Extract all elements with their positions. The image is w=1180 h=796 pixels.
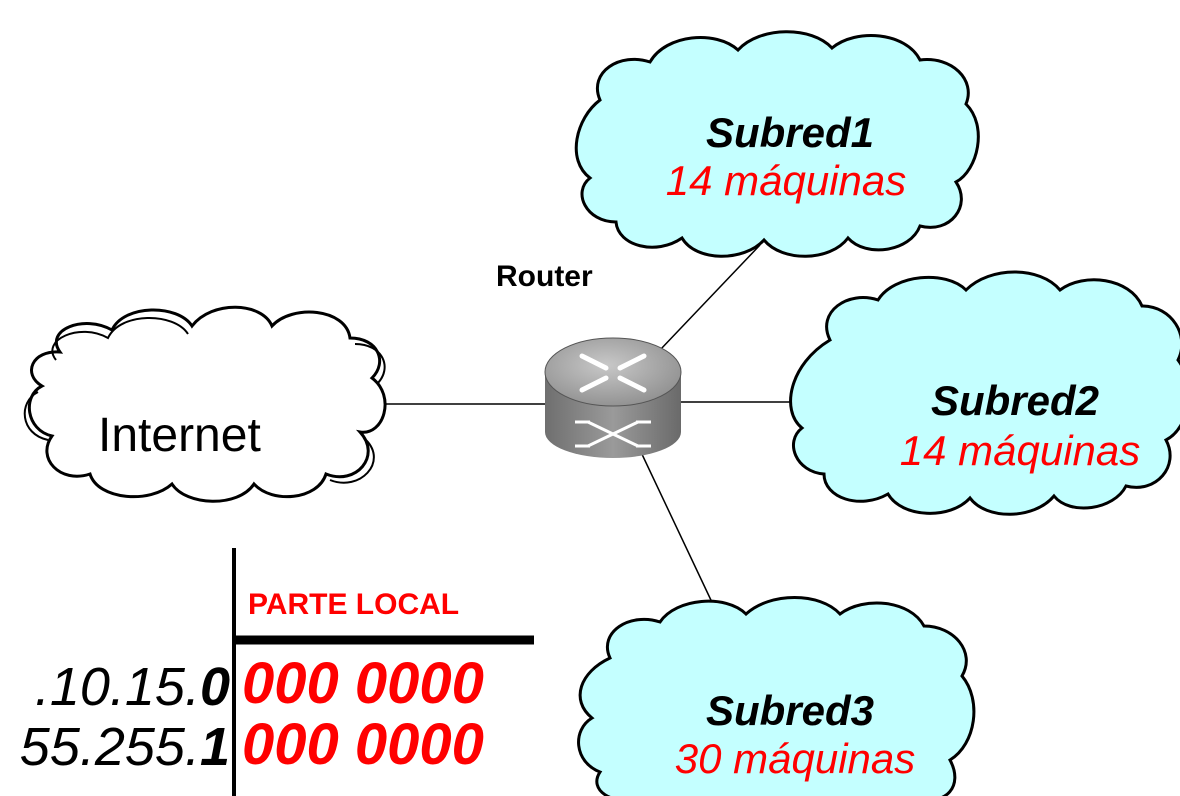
- link-router-subred1: [659, 244, 761, 351]
- router-icon: [544, 337, 682, 458]
- router-label: Router: [496, 260, 593, 293]
- subred2-name: Subred2: [930, 377, 1100, 424]
- subred2-cloud: [789, 270, 1180, 516]
- mask-address-prefix: 55.255.1: [20, 720, 230, 774]
- subred1-hosts: 14 máquinas: [665, 157, 907, 204]
- ip-prefix-text: .10.15.: [34, 657, 200, 717]
- subred3-name: Subred3: [705, 687, 875, 734]
- internet-cloud: [23, 305, 387, 503]
- subred1-cloud: [574, 30, 980, 258]
- subred1-name: Subred1: [705, 109, 875, 156]
- parte-local-header: PARTE LOCAL: [248, 588, 460, 621]
- ip-last-bit: 0: [199, 657, 230, 717]
- mask-prefix-text: 55.255.: [19, 717, 200, 777]
- subred2-hosts: 14 máquinas: [899, 427, 1141, 474]
- subred3-hosts: 30 máquinas: [674, 735, 916, 782]
- mask-last-bit: 1: [199, 717, 230, 777]
- link-router-subred3: [639, 449, 719, 616]
- ip-address-prefix: .10.15.0: [35, 660, 230, 714]
- mask-local-bits: 000 0000: [242, 712, 484, 777]
- ip-local-bits: 000 0000: [242, 651, 484, 716]
- subred3-cloud: [577, 596, 976, 796]
- internet-label: Internet: [98, 409, 261, 462]
